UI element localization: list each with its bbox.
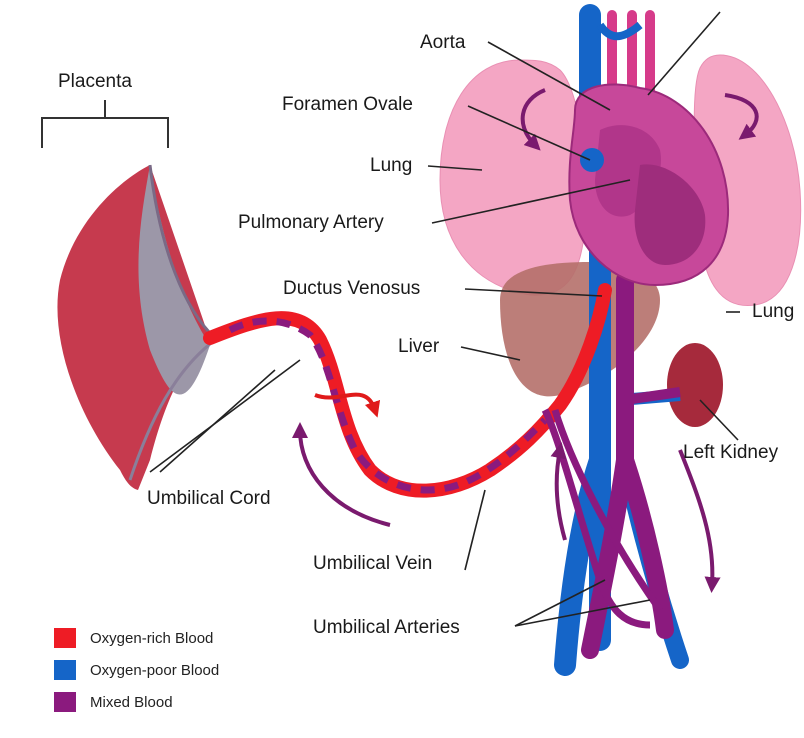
- label-umbilical-cord: Umbilical Cord: [147, 489, 271, 508]
- legend: Oxygen-rich Blood Oxygen-poor Blood Mixe…: [54, 622, 219, 718]
- foramen-ovale: [580, 148, 604, 172]
- label-lung-left: Lung: [370, 156, 412, 175]
- legend-item-oxygen-rich: Oxygen-rich Blood: [54, 622, 219, 654]
- legend-label: Oxygen-poor Blood: [90, 662, 219, 679]
- legend-swatch-mixed: [54, 692, 76, 712]
- label-aorta: Aorta: [420, 33, 465, 52]
- label-left-kidney: Left Kidney: [683, 443, 778, 462]
- label-liver: Liver: [398, 337, 439, 356]
- label-lung-right: Lung: [752, 302, 794, 321]
- legend-label: Oxygen-rich Blood: [90, 630, 213, 647]
- label-foramen-ovale: Foramen Ovale: [282, 95, 413, 114]
- legend-item-oxygen-poor: Oxygen-poor Blood: [54, 654, 219, 686]
- label-placenta: Placenta: [58, 72, 132, 91]
- label-ductus-venosus: Ductus Venosus: [283, 279, 420, 298]
- placenta-bracket: [42, 100, 168, 148]
- left-lung: [440, 60, 586, 295]
- label-pulmonary-artery: Pulmonary Artery: [238, 213, 384, 232]
- legend-swatch-oxygen-rich: [54, 628, 76, 648]
- legend-swatch-oxygen-poor: [54, 660, 76, 680]
- legend-label: Mixed Blood: [90, 694, 173, 711]
- label-umbilical-arteries: Umbilical Arteries: [313, 618, 460, 637]
- label-umbilical-vein: Umbilical Vein: [313, 554, 432, 573]
- legend-item-mixed: Mixed Blood: [54, 686, 219, 718]
